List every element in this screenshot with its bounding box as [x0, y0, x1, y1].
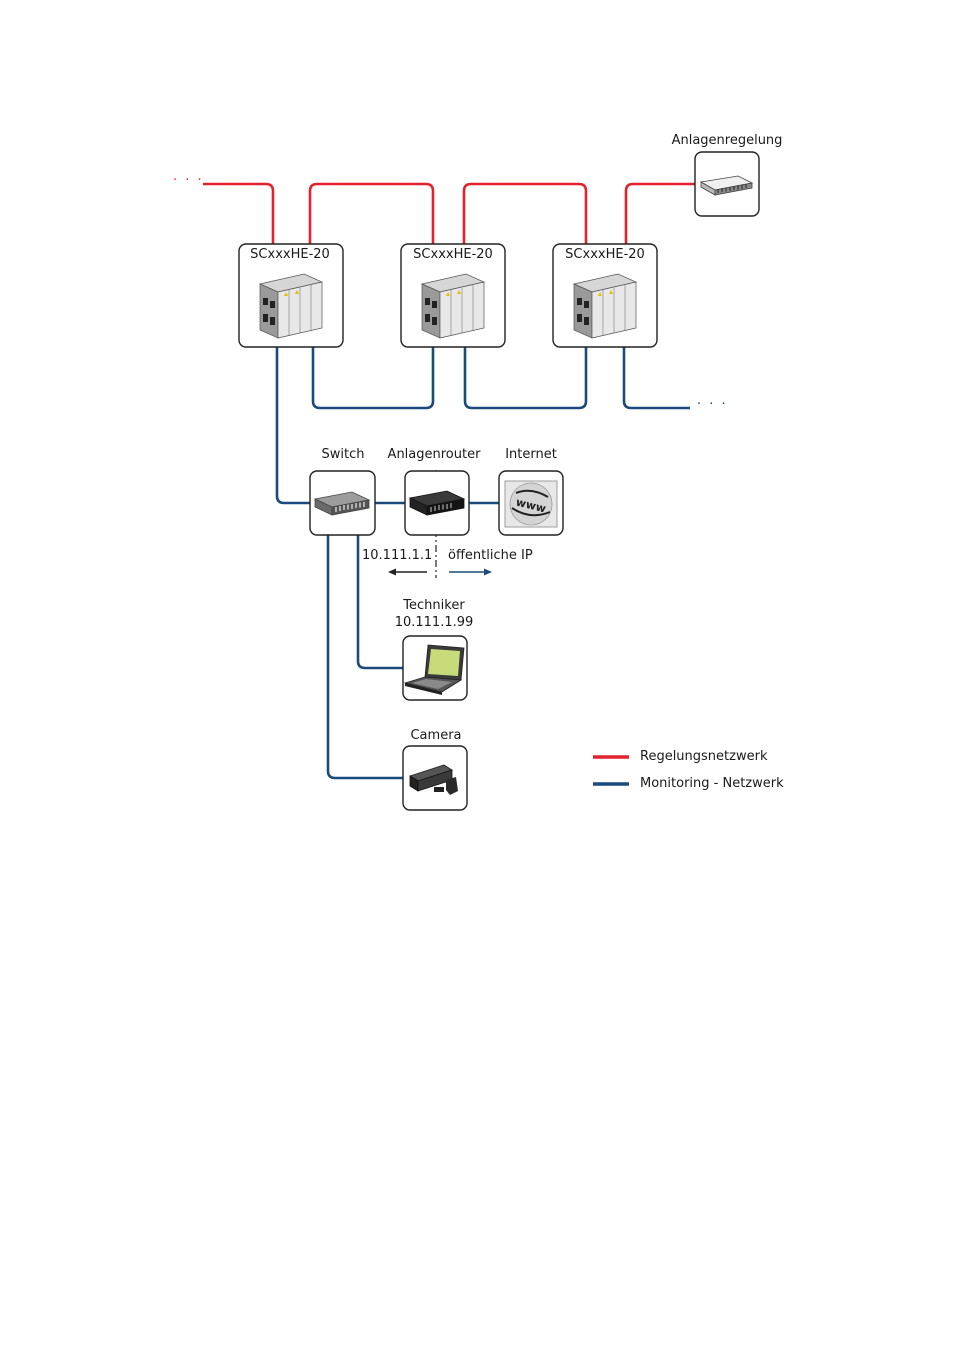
inverter-label-1: SCxxxHE-20 [250, 247, 330, 262]
inverter-label-2: SCxxxHE-20 [413, 247, 493, 262]
legend-control-label: Regelungsnetzwerk [640, 749, 768, 764]
inverter-label-3: SCxxxHE-20 [565, 247, 645, 262]
public-ip-label: öffentliche IP [448, 548, 533, 563]
inverter-icon-2 [420, 273, 486, 339]
switch-label: Switch [321, 447, 365, 462]
control-line-left [203, 182, 275, 244]
router-device-icon [408, 490, 466, 516]
public-arrow [449, 568, 492, 576]
controller-device-icon [699, 175, 754, 196]
control-network-lines [203, 182, 695, 244]
laptop-icon [403, 644, 465, 695]
control-line-1-2 [308, 182, 435, 244]
legend-monitoring-label: Monitoring - Netzwerk [640, 776, 784, 791]
switch-device-icon [313, 491, 371, 516]
internet-label: Internet [505, 447, 557, 462]
monitoring-line-1-switch [275, 347, 310, 505]
internet-globe-icon: www [504, 480, 558, 528]
router-label: Anlagenrouter [387, 447, 481, 462]
private-arrow [388, 568, 427, 576]
continuation-right: · · · [697, 397, 728, 412]
control-line-3-controller [624, 182, 695, 244]
monitoring-line-switch-camera [326, 535, 403, 780]
anlagenregelung-label: Anlagenregelung [671, 133, 783, 148]
monitoring-line-3-right [622, 347, 690, 410]
continuation-left: · · · [173, 173, 204, 188]
technician-ip-label: 10.111.1.99 [394, 615, 474, 630]
internal-ip-label: 10.111.1.1 [362, 548, 433, 563]
control-line-2-3 [462, 182, 588, 244]
inverter-icon-1 [258, 273, 324, 339]
camera-label: Camera [410, 728, 462, 743]
monitoring-line-switch-laptop [356, 535, 403, 670]
technician-name-label: Techniker [403, 598, 465, 613]
monitoring-line-2-3 [463, 347, 588, 410]
monitoring-network-lines [275, 347, 690, 780]
security-camera-icon [409, 764, 458, 795]
monitoring-line-1-2 [311, 347, 435, 410]
inverter-icon-3 [572, 273, 638, 339]
